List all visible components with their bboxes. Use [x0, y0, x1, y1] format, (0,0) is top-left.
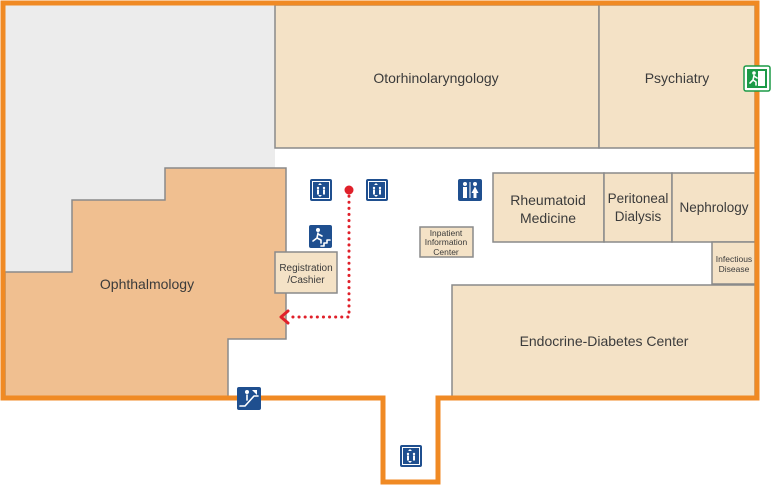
info-label-line1: Inpatient	[430, 228, 463, 238]
route-start-dot	[344, 185, 354, 195]
room-rheumatoid-medicine[interactable]	[492, 172, 605, 243]
restroom-icon[interactable]	[458, 179, 482, 201]
ophthalmology-label: Ophthalmology	[100, 276, 194, 292]
stairs-icon[interactable]	[309, 225, 332, 248]
room-otorhinolaryngology[interactable]	[274, 4, 600, 149]
escalator-icon[interactable]	[237, 387, 261, 410]
nephrology-label: Nephrology	[679, 200, 748, 215]
route-path	[279, 185, 354, 325]
otorhinolaryngology-label: Otorhinolaryngology	[373, 70, 498, 86]
elevator-icon[interactable]	[366, 179, 388, 201]
chevron-left-icon	[279, 309, 290, 325]
info-label-line3: Center	[433, 247, 459, 257]
endocrine-label: Endocrine-Diabetes Center	[520, 333, 689, 349]
peritoneal-label-line1: Peritoneal	[608, 191, 669, 206]
registration-label-line1: Registration	[279, 263, 332, 274]
psychiatry-label: Psychiatry	[645, 70, 710, 86]
peritoneal-label-line2: Dialysis	[615, 209, 662, 224]
room-endocrine-diabetes-center[interactable]	[451, 284, 756, 398]
rheumatoid-label-line1: Rheumatoid	[510, 192, 586, 208]
room-peritoneal-dialysis[interactable]	[603, 172, 673, 243]
infectious-label-line2: Disease	[719, 264, 750, 274]
rheumatoid-label-line2: Medicine	[520, 210, 576, 226]
room-infectious-disease[interactable]	[711, 241, 756, 285]
info-label-line2: Information	[425, 237, 468, 247]
infectious-label-line1: Infectious	[716, 254, 752, 264]
elevator-icon[interactable]	[310, 179, 332, 201]
room-registration-cashier[interactable]	[274, 251, 338, 294]
emergency-exit-icon[interactable]	[743, 65, 771, 92]
elevator-icon[interactable]	[400, 445, 422, 467]
registration-label-line2: /Cashier	[287, 275, 325, 286]
room-inpatient-information-center[interactable]	[419, 226, 474, 258]
restricted-area	[3, 3, 275, 272]
